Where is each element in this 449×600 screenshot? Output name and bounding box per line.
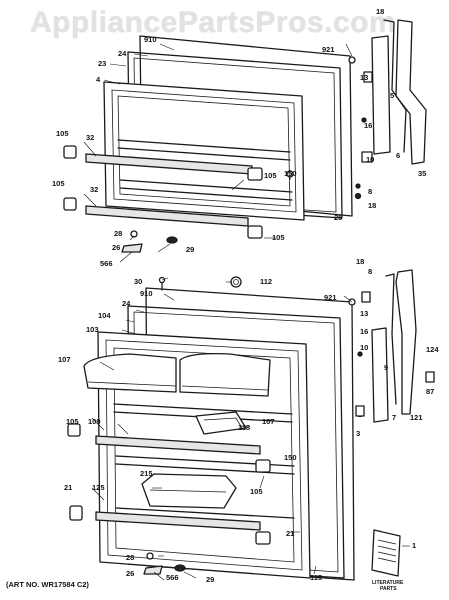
callout-label: 21: [64, 483, 72, 492]
callout-label: 4: [96, 75, 101, 84]
callout-label: 150: [284, 453, 297, 462]
bar-retainer-clip: [247, 225, 263, 239]
callout-label: 105: [250, 487, 263, 496]
fresh-food-shelf-bar-2: [95, 511, 261, 531]
callout-label: 566: [100, 259, 113, 268]
freezer-door-shelf-bar-lower: [85, 205, 249, 227]
bar-retainer-clip: [255, 459, 271, 473]
callout-label: 3: [356, 429, 360, 438]
callout-label: 118: [238, 423, 250, 432]
callout-label: 32: [86, 133, 94, 142]
callout-label: 103: [86, 325, 99, 334]
literature-label-line1: LITERATURE: [372, 580, 404, 586]
callout-label: 29: [206, 575, 214, 584]
callout-label: 32: [90, 185, 98, 194]
art-number-caption: (ART NO. WR17584 C2): [6, 580, 89, 589]
freezer-handle-trim: [383, 19, 407, 153]
egg-tray: [195, 411, 247, 435]
callout-label: 23: [98, 59, 106, 68]
callout-label: 5: [390, 91, 394, 100]
callout-label: 30: [134, 277, 142, 286]
callout-label: 16: [364, 121, 372, 130]
bar-retainer-clip: [255, 531, 271, 545]
dairy-compartment-door-right: [179, 352, 271, 397]
freezer-handle-mount: [371, 35, 391, 155]
literature-label-line2: PARTS: [380, 586, 397, 592]
callout-label: 105: [52, 179, 65, 188]
bar-retainer-clip: [63, 145, 77, 159]
callout-label: 112: [260, 277, 272, 286]
callout-label: 105: [272, 233, 285, 242]
callout-label: 16: [360, 327, 368, 336]
callout-label: 125: [92, 483, 105, 492]
callout-label: 121: [410, 413, 423, 422]
callout-label: 8: [368, 187, 372, 196]
callout-label: 7: [392, 413, 396, 422]
callout-label: 1: [412, 541, 416, 550]
callout-label: 28: [126, 553, 134, 562]
fresh-food-shelf-bar-1: [95, 435, 261, 455]
callout-label: 29: [186, 245, 194, 254]
callout-label: 87: [426, 387, 434, 396]
callout-label: 910: [140, 289, 153, 298]
callout-label: 150: [284, 169, 297, 178]
freezer-handle: [395, 19, 427, 165]
freezer-door-assembly: [63, 19, 427, 253]
callout-label: 215: [140, 469, 153, 478]
bar-retainer-clip: [63, 197, 77, 211]
watermark-text: AppliancePartsPros.com: [30, 6, 397, 39]
dairy-compartment-door-left: [83, 353, 177, 393]
callout-label: 6: [396, 151, 400, 160]
fresh-food-door-assembly: [67, 269, 435, 581]
callout-label: 104: [98, 311, 111, 320]
callout-labels-lower: 30 112 18 8 910 921 24 104 103 13 16 10 …: [58, 257, 439, 584]
callout-label: 28: [114, 229, 122, 238]
callout-label: 18: [368, 201, 376, 210]
literature-parts-label: LITERATURE PARTS: [372, 580, 404, 592]
callout-label: 13: [360, 309, 368, 318]
callout-label: 10: [360, 343, 368, 352]
callout-label: 25: [334, 213, 342, 222]
callout-label: 105: [56, 129, 69, 138]
callout-label: 26: [126, 569, 134, 578]
freezer-door-liner: [103, 81, 305, 221]
callout-leader-lines: [83, 43, 410, 581]
callout-label: 26: [112, 243, 120, 252]
callout-label: 107: [262, 417, 275, 426]
callout-label: 115: [310, 573, 322, 582]
callout-label: 24: [118, 49, 127, 58]
callout-label: 13: [360, 73, 368, 82]
callout-label: 107: [58, 355, 71, 364]
callout-label: 24: [122, 299, 131, 308]
callout-label: 21: [286, 529, 294, 538]
callout-label: 18: [376, 7, 384, 16]
callout-label: 10: [366, 155, 374, 164]
fresh-food-handle-mount: [371, 327, 389, 423]
callout-labels-upper: 18 910 921 24 23 4 13 5 16 105 32 6 35 1…: [52, 7, 426, 268]
literature-booklet: [371, 529, 401, 577]
callout-label: 910: [144, 35, 157, 44]
fresh-food-handle: [395, 269, 417, 415]
callout-label: 35: [418, 169, 426, 178]
bar-retainer-clip: [69, 505, 83, 521]
door-plug: [166, 236, 178, 244]
bar-retainer-clip: [247, 167, 263, 181]
callout-label: 9: [384, 363, 388, 372]
bar-retainer-clip: [67, 423, 81, 437]
callout-label: 109: [88, 417, 101, 426]
callout-label: 18: [356, 257, 364, 266]
callout-label: 124: [426, 345, 439, 354]
plug-button: [230, 276, 242, 288]
callout-label: 105: [66, 417, 79, 426]
callout-label: 566: [166, 573, 179, 582]
callout-label: 921: [322, 45, 335, 54]
callout-label: 8: [368, 267, 372, 276]
callout-label: 921: [324, 293, 337, 302]
callout-label: 105: [264, 171, 277, 180]
